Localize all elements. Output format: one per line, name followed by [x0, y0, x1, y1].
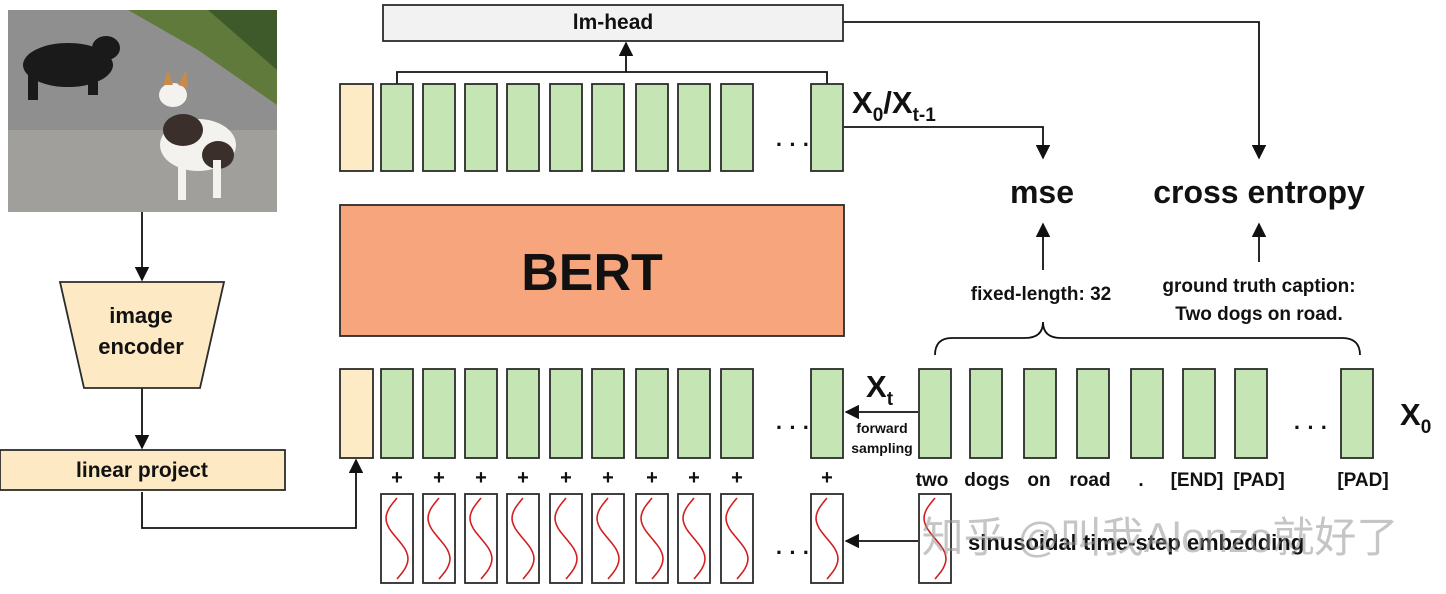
sine-curve-1 [427, 497, 451, 580]
plus-sign-7: + [688, 467, 700, 489]
encoder-line1: image [109, 303, 173, 328]
lm-head-label: lm-head [573, 11, 654, 34]
caption-token-1 [969, 368, 1003, 459]
sine-curve-9 [815, 497, 839, 580]
sine-curve-3 [511, 497, 535, 580]
sine-curve-0 [385, 497, 409, 580]
noisy-token-4 [549, 368, 583, 459]
caption-token-7 [1340, 368, 1374, 459]
ground-truth-line2: Two dogs on road. [1175, 304, 1342, 325]
clean-label: X0 [1400, 397, 1431, 438]
sine-curve-4 [554, 497, 578, 580]
sine-curve-7 [682, 497, 706, 580]
forward-sampling-line2: sampling [851, 440, 912, 456]
noisy-label: Xt [866, 369, 894, 410]
output-to-mse-arrow [844, 126, 1051, 160]
plus-sign-4: + [560, 467, 572, 489]
plus-sign-6: + [646, 467, 658, 489]
plus-row: + + + + + + + + + + [391, 467, 833, 489]
noisy-token-6 [635, 368, 669, 459]
embedding-row [380, 493, 952, 584]
caption-word-4: . [1138, 470, 1143, 491]
output-token-7 [677, 83, 711, 172]
output-special-token [339, 83, 374, 172]
output-token-1 [422, 83, 456, 172]
plus-sign-8: + [731, 467, 743, 489]
caption-token-2 [1023, 368, 1057, 459]
caption-token-0 [918, 368, 952, 459]
plus-sign-9: + [821, 467, 833, 489]
sine-curve-10 [923, 497, 947, 580]
output-token-0 [380, 83, 414, 172]
sine-curve-2 [469, 497, 493, 580]
embedding-ellipsis: · · · [776, 540, 810, 565]
noisy-token-5 [591, 368, 625, 459]
noisy-token-3 [506, 368, 540, 459]
output-token-6 [635, 83, 669, 172]
output-token-8 [720, 83, 754, 172]
output-token-4 [549, 83, 583, 172]
bert-box [339, 204, 845, 337]
sine-curve-5 [596, 497, 620, 580]
caption-word-0: two [916, 470, 949, 491]
cross-entropy-label: cross entropy [1153, 174, 1365, 210]
noisy-token-0 [380, 368, 414, 459]
plus-sign-3: + [517, 467, 529, 489]
output-token-3 [506, 83, 540, 172]
caption-token-row [918, 368, 1374, 459]
watermark-text: 知乎 @叫我Alonzo就好了 [922, 514, 1399, 561]
noisy-token-9 [810, 368, 844, 459]
caption-ellipsis: · · · [1294, 415, 1328, 440]
plus-sign-1: + [433, 467, 445, 489]
noisy-token-1 [422, 368, 456, 459]
image-feature-token [339, 368, 374, 459]
top-ellipsis: · · · [776, 132, 810, 157]
linear-project-label: linear project [76, 459, 208, 482]
caption-token-4 [1130, 368, 1164, 459]
dog-photo [8, 10, 277, 212]
lm-head-box [382, 4, 844, 42]
caption-token-5 [1182, 368, 1216, 459]
output-token-row [339, 83, 844, 172]
caption-word-3: road [1069, 470, 1110, 491]
lm-head-to-cross-entropy-arrow [843, 21, 1267, 160]
ground-truth-line1: ground truth caption: [1162, 276, 1355, 297]
output-token-9 [810, 83, 844, 172]
plus-sign-5: + [602, 467, 614, 489]
sine-curve-8 [725, 497, 749, 580]
linear-project-box [0, 449, 286, 491]
caption-word-2: on [1027, 470, 1050, 491]
embedding-label: sinusoidal time-step embedding [968, 530, 1304, 555]
caption-word-7: [PAD] [1337, 470, 1388, 491]
sine-curve-6 [640, 497, 664, 580]
noisy-token-8 [720, 368, 754, 459]
image-encoder-box [58, 281, 226, 389]
bottom-ellipsis: · · · [776, 415, 810, 440]
noisy-token-2 [464, 368, 498, 459]
output-label: X0/Xt-1 [852, 85, 936, 126]
output-token-2 [464, 83, 498, 172]
caption-token-6 [1234, 368, 1268, 459]
caption-word-5: [END] [1171, 470, 1224, 491]
projection-to-token-arrow [141, 458, 364, 529]
caption-token-3 [1076, 368, 1110, 459]
fixed-length-label: fixed-length: 32 [971, 284, 1111, 305]
mse-label: mse [1010, 174, 1074, 210]
caption-word-1: dogs [964, 470, 1009, 491]
photo-two-dogs-on-road-icon [8, 10, 277, 212]
output-collect-line [396, 71, 828, 84]
noisy-token-7 [677, 368, 711, 459]
plus-sign-2: + [475, 467, 487, 489]
output-token-5 [591, 83, 625, 172]
forward-sampling-line1: forward [856, 420, 907, 436]
caption-word-6: [PAD] [1233, 470, 1284, 491]
bert-label: BERT [521, 244, 663, 302]
noisy-token-row [339, 368, 844, 459]
plus-sign-0: + [391, 467, 403, 489]
encoder-line2: encoder [98, 334, 184, 359]
caption-brace [934, 321, 1361, 356]
connectors [134, 21, 1361, 549]
